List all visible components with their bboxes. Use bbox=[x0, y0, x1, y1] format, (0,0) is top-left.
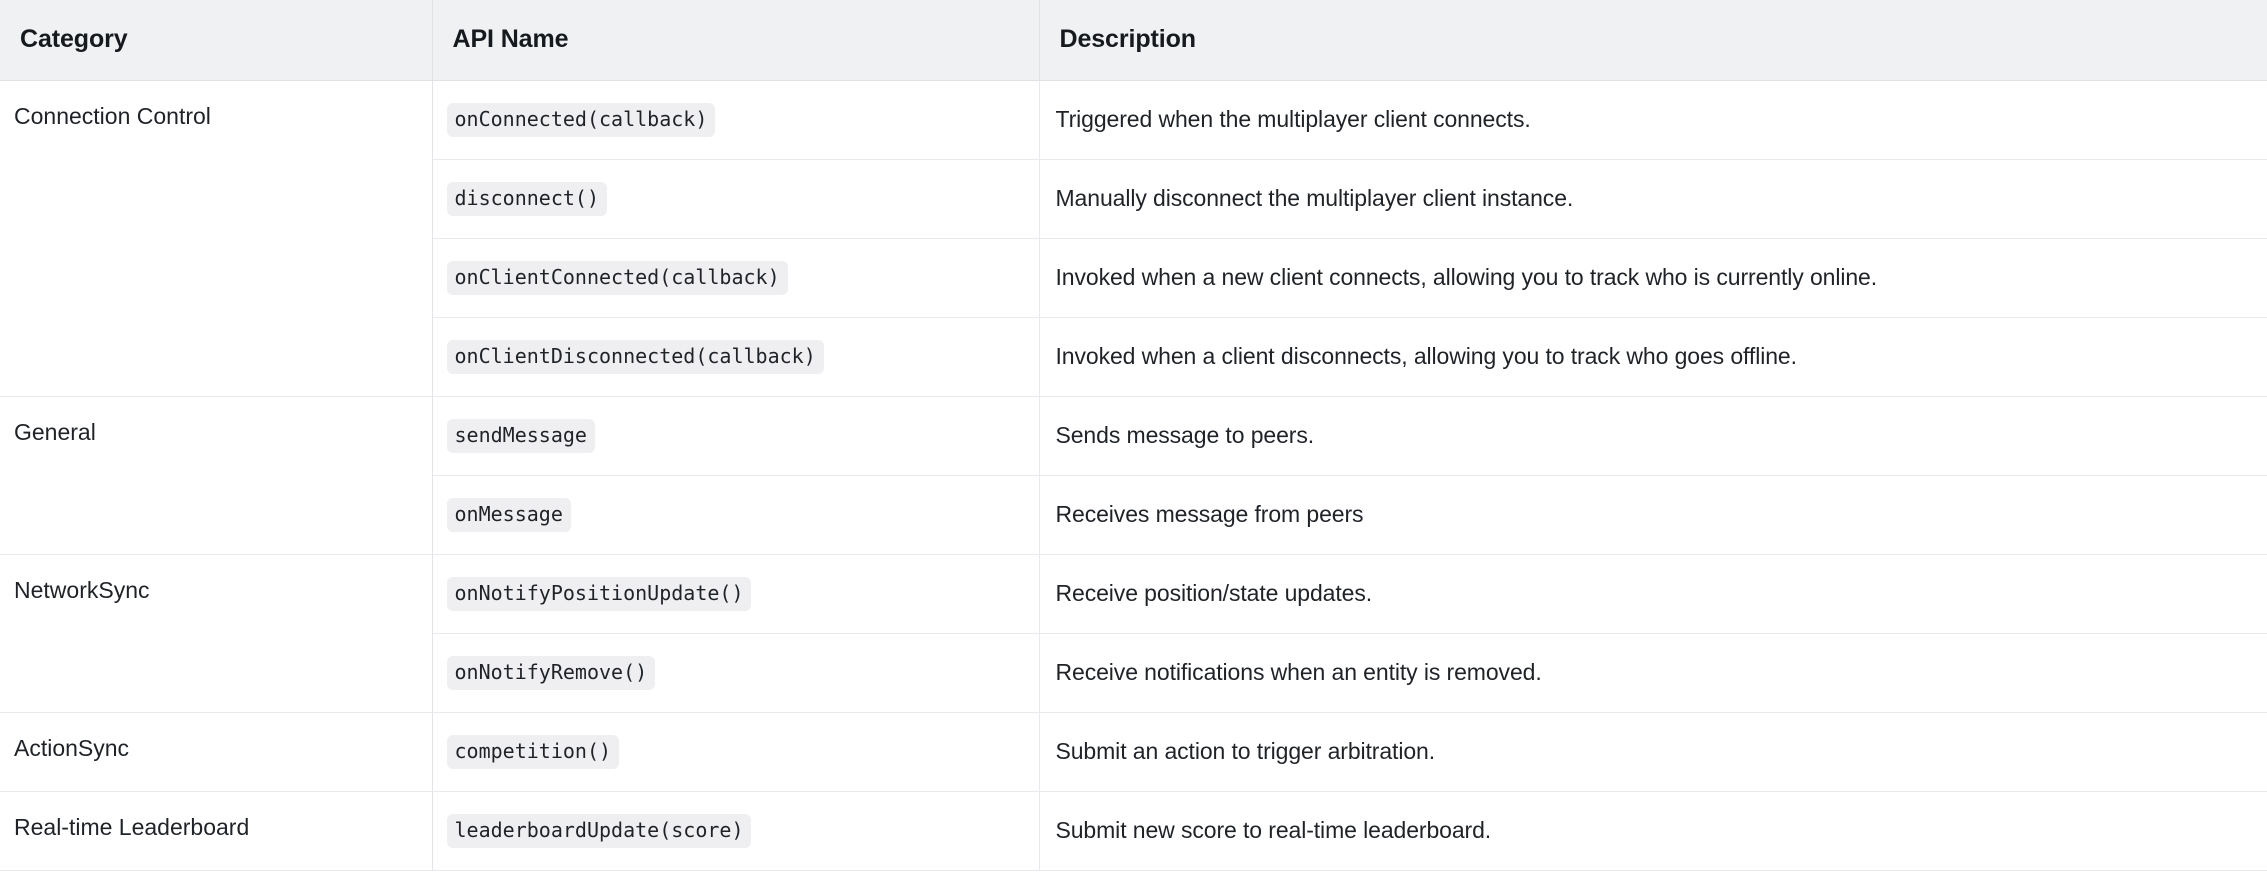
api-name-cell: onConnected(callback) bbox=[432, 80, 1040, 160]
api-name-code-chip: leaderboardUpdate(score) bbox=[446, 813, 752, 848]
api-name-code-chip: competition() bbox=[446, 734, 620, 769]
description-cell: Sends message to peers. bbox=[1039, 396, 2267, 476]
category-cell: Real-time Leaderboard bbox=[0, 791, 433, 871]
api-name-cell: onNotifyPositionUpdate() bbox=[432, 554, 1040, 634]
table-header-row: Category API Name Description bbox=[0, 0, 2267, 81]
description-cell: Manually disconnect the multiplayer clie… bbox=[1039, 159, 2267, 239]
category-cell: ActionSync bbox=[0, 712, 433, 792]
table-row: ActionSync competition() Submit an action … bbox=[0, 712, 2267, 792]
table-body: Connection Control onConnected(callback) T… bbox=[0, 80, 2267, 871]
api-name-code-chip: onNotifyPositionUpdate() bbox=[446, 576, 752, 611]
description-cell: Invoked when a new client connects, allo… bbox=[1039, 238, 2267, 318]
description-cell: Receive position/state updates. bbox=[1039, 554, 2267, 634]
table-row: onClientConnected(callback) Invoked when … bbox=[0, 238, 2267, 318]
table-row: disconnect() Manually disconnect the mult… bbox=[0, 159, 2267, 239]
column-header-category: Category bbox=[0, 0, 433, 81]
category-cell: Connection Control bbox=[0, 80, 433, 397]
api-name-cell: disconnect() bbox=[432, 159, 1040, 239]
table-row: Real-time Leaderboard leaderboardUpdate(s… bbox=[0, 791, 2267, 871]
table-header: Category API Name Description bbox=[0, 0, 2267, 81]
table-row: General sendMessage Sends message to peers… bbox=[0, 396, 2267, 555]
api-name-code-chip: onMessage bbox=[446, 497, 571, 532]
description-cell: Submit an action to trigger arbitration. bbox=[1039, 712, 2267, 792]
api-name-cell: onNotifyRemove() bbox=[432, 633, 1040, 713]
description-cell: Receive notifications when an entity is … bbox=[1039, 633, 2267, 713]
api-name-cell: onMessage bbox=[432, 475, 1040, 555]
api-name-code-chip: sendMessage bbox=[446, 418, 595, 453]
api-name-code-chip: disconnect() bbox=[446, 181, 607, 216]
column-header-description: Description bbox=[1039, 0, 2267, 81]
api-name-cell: onClientDisconnected(callback) bbox=[432, 317, 1040, 397]
category-cell: General bbox=[0, 396, 433, 555]
api-name-cell: sendMessage bbox=[432, 396, 1040, 476]
api-name-cell: competition() bbox=[432, 712, 1040, 792]
table-row: NetworkSync onNotifyPositionUpdate() Recei… bbox=[0, 554, 2267, 713]
description-cell: Submit new score to real-time leaderboar… bbox=[1039, 791, 2267, 871]
api-name-cell: onClientConnected(callback) bbox=[432, 238, 1040, 318]
table-row: onNotifyRemove() Receive notifications wh… bbox=[0, 633, 2267, 713]
api-name-code-chip: onClientConnected(callback) bbox=[446, 260, 788, 295]
description-cell: Triggered when the multiplayer client co… bbox=[1039, 80, 2267, 160]
description-cell: Invoked when a client disconnects, allow… bbox=[1039, 317, 2267, 397]
api-name-cell: leaderboardUpdate(score) bbox=[432, 791, 1040, 871]
api-name-code-chip: onConnected(callback) bbox=[446, 102, 716, 137]
column-header-api-name: API Name bbox=[432, 0, 1040, 81]
table-row: Connection Control onConnected(callback) T… bbox=[0, 80, 2267, 397]
description-cell: Receives message from peers bbox=[1039, 475, 2267, 555]
table-row: onMessage Receives message from peers bbox=[0, 475, 2267, 555]
category-cell: NetworkSync bbox=[0, 554, 433, 713]
api-name-code-chip: onNotifyRemove() bbox=[446, 655, 656, 690]
api-name-code-chip: onClientDisconnected(callback) bbox=[446, 339, 824, 374]
table-row: onClientDisconnected(callback) Invoked wh… bbox=[0, 317, 2267, 397]
